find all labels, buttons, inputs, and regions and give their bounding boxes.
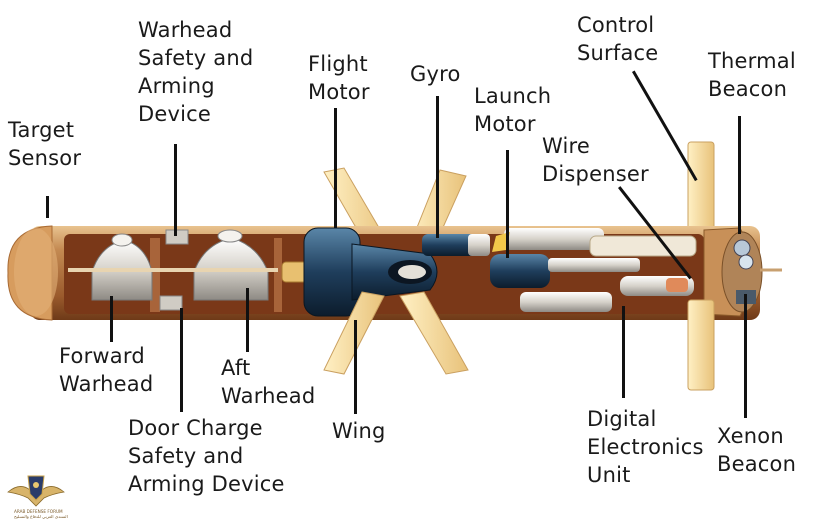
label-control-surface: Control Surface: [577, 13, 659, 65]
watermark-line-1: ARAB DEFENSE FORUM: [14, 509, 63, 514]
label-flight-motor: Flight Motor: [308, 52, 370, 104]
watermark-text: ARAB DEFENSE FORUM المنتدى العربي للدفاع…: [14, 509, 68, 519]
leader-warhead-safety: [174, 144, 177, 236]
label-thermal-beacon: Thermal Beacon: [708, 49, 796, 101]
label-xenon-beacon: Xenon Beacon: [717, 424, 797, 476]
digital-electronics-unit: [589, 235, 697, 257]
leader-thermal-beacon: [738, 116, 741, 234]
leader-gyro: [436, 96, 439, 238]
leader-door-charge: [180, 308, 183, 412]
watermark-line-2: المنتدى العربي للدفاع والتسليح: [14, 514, 68, 519]
control-surface-lower: [687, 299, 715, 391]
label-warhead-safety-arming-device: Warhead Safety and Arming Device: [138, 18, 254, 126]
leader-forward-warhead: [110, 296, 113, 342]
leader-launch-motor: [506, 150, 509, 258]
leader-target-sensor: [46, 196, 49, 218]
leader-aft-warhead: [246, 288, 249, 352]
flight-motor: [303, 227, 438, 317]
leader-digital-electronics: [622, 306, 625, 398]
eagle-emblem-icon: [7, 475, 65, 507]
label-gyro: Gyro: [410, 62, 461, 86]
label-wing: Wing: [332, 419, 386, 443]
wire-dispenser: [620, 276, 694, 296]
leader-wing: [354, 320, 357, 414]
tail-cap: [703, 227, 782, 317]
label-launch-motor: Launch Motor: [474, 84, 552, 136]
warhead-safety-device: [165, 229, 189, 245]
leader-flight-motor: [334, 108, 337, 228]
label-wire-dispenser: Wire Dispenser: [542, 134, 649, 186]
gyro: [422, 234, 490, 256]
door-charge-device: [159, 295, 183, 311]
wing-lower-right: [399, 291, 469, 375]
label-aft-warhead: Aft Warhead: [221, 356, 316, 408]
launch-motor: [490, 228, 640, 312]
leader-xenon-beacon: [744, 294, 747, 418]
label-target-sensor: Target Sensor: [8, 118, 82, 170]
label-digital-electronics-unit: Digital Electronics Unit: [587, 407, 704, 487]
label-forward-warhead: Forward Warhead: [59, 344, 154, 396]
rod: [68, 268, 278, 272]
label-door-charge-safety-arming-device: Door Charge Safety and Arming Device: [128, 416, 285, 496]
